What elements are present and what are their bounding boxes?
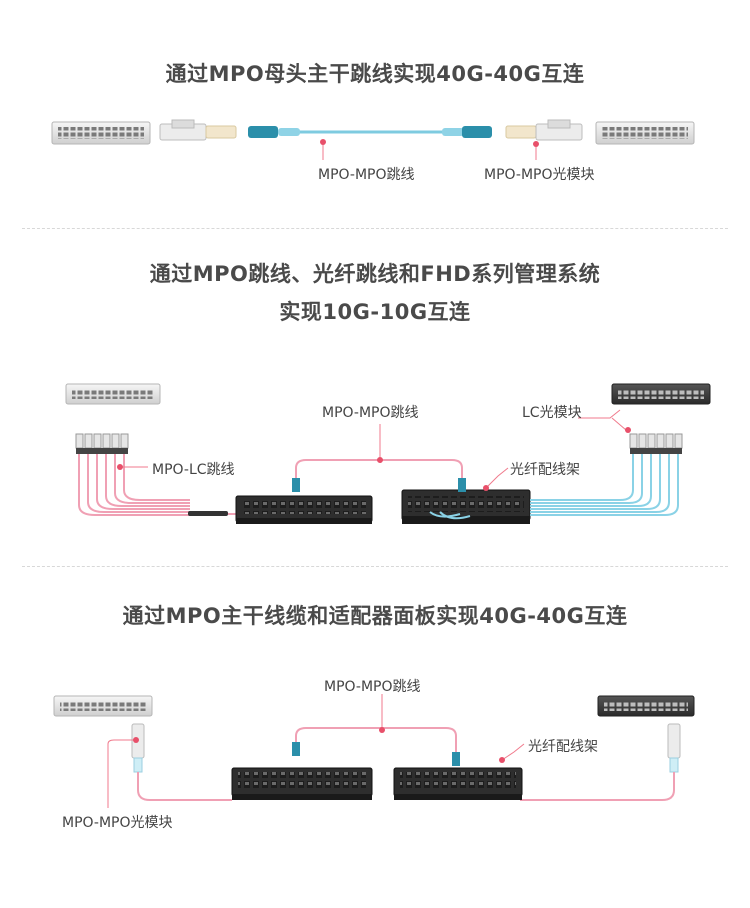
switch-left-s1 bbox=[51, 121, 151, 145]
qsfp-module-left-s1 bbox=[159, 119, 237, 141]
callout-markers-s2 bbox=[117, 409, 631, 491]
label-mpo-lc-cable-s2: MPO-LC跳线 bbox=[152, 462, 235, 478]
switch-right-s3 bbox=[597, 695, 695, 717]
qsfp-module-right-s3 bbox=[667, 723, 681, 773]
mpo-connector-right-s3 bbox=[452, 752, 460, 766]
lc-lc-cables-aqua-s2 bbox=[429, 454, 679, 520]
lc-modules-right-s2 bbox=[629, 433, 683, 454]
label-fiber-patch-panel-s2: 光纤配线架 bbox=[510, 462, 580, 478]
label-mpo-mpo-module-s1: MPO-MPO光模块 bbox=[484, 167, 595, 183]
section-divider-1 bbox=[22, 228, 728, 229]
switch-left-s2 bbox=[65, 383, 161, 405]
label-mpo-mpo-module-s3: MPO-MPO光模块 bbox=[62, 815, 173, 831]
mpo-connector-left-s3 bbox=[292, 742, 300, 756]
mpo-mpo-jumper-s2 bbox=[292, 459, 466, 492]
label-mpo-mpo-cable-s3: MPO-MPO跳线 bbox=[324, 679, 421, 695]
qsfp-module-right-s1 bbox=[505, 119, 583, 141]
label-mpo-mpo-cable-s2: MPO-MPO跳线 bbox=[322, 405, 419, 421]
label-fiber-patch-panel-s3: 光纤配线架 bbox=[528, 739, 598, 755]
section3-diagram bbox=[53, 694, 695, 808]
mpo-lc-fanout-cable-s2 bbox=[78, 454, 250, 516]
fiber-patch-panel-left-s3 bbox=[231, 767, 373, 800]
section2-title-line2: 实现10G-10G互连 bbox=[279, 300, 471, 324]
callout-markers-s3 bbox=[107, 694, 525, 808]
switch-right-s2 bbox=[611, 383, 711, 405]
section3-title: 通过MPO主干线缆和适配器面板实现40G-40G互连 bbox=[122, 604, 628, 628]
switch-left-s3 bbox=[53, 695, 153, 717]
section1-diagram bbox=[51, 119, 695, 160]
callout-markers-s1 bbox=[320, 139, 539, 160]
label-mpo-mpo-cable-s1: MPO-MPO跳线 bbox=[318, 167, 415, 183]
switch-right-s1 bbox=[595, 121, 695, 145]
section2-title-line1: 通过MPO跳线、光纤跳线和FHD系列管理系统 bbox=[149, 262, 601, 286]
section2-diagram bbox=[65, 383, 711, 524]
fiber-patch-panel-left-s2 bbox=[235, 495, 373, 524]
section-divider-2 bbox=[22, 566, 728, 567]
fiber-patch-panel-right-s2 bbox=[401, 489, 531, 524]
mpo-mpo-cable-s1 bbox=[248, 126, 492, 138]
section1-title: 通过MPO母头主干跳线实现40G-40G互连 bbox=[165, 62, 585, 86]
lc-modules-left-s2 bbox=[75, 433, 129, 454]
qsfp-module-left-s3 bbox=[131, 723, 145, 773]
fiber-patch-panel-right-s3 bbox=[393, 767, 523, 800]
label-lc-module-s2: LC光模块 bbox=[522, 405, 582, 421]
